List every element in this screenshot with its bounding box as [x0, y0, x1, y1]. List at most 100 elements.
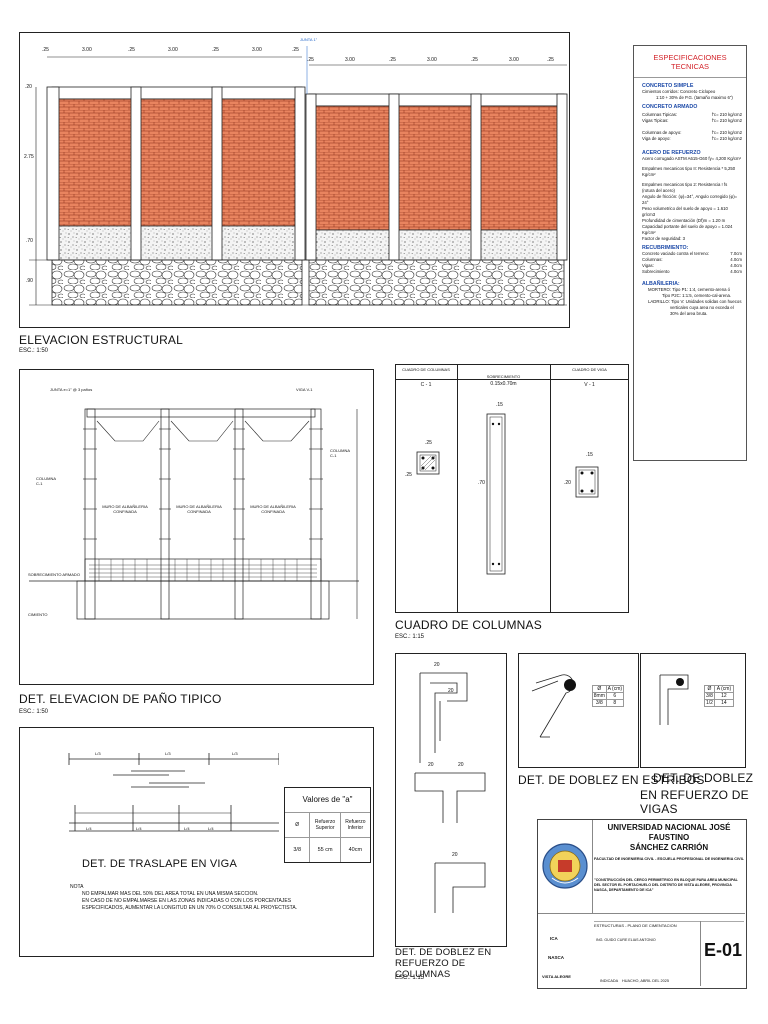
- side-dim: .90: [26, 278, 33, 284]
- spec-line: Empalmes mecanicos tipo II: Resistencia …: [642, 166, 736, 171]
- panel-columna-label: COLUMNA C-1: [36, 476, 56, 486]
- cuadro-col-sub: C - 1: [420, 382, 432, 388]
- dim-text: .25: [547, 57, 554, 63]
- cuadro-scale: ESC.: 1:15: [395, 634, 425, 640]
- doblez-col-frame: [395, 653, 507, 947]
- sheet-code-cell: [700, 921, 745, 986]
- dim-text: 3.00: [509, 57, 519, 63]
- provincia-value: NASCA: [548, 955, 565, 960]
- spec-row: Columnas Tipicas:f'c= 210 kg/cm2: [642, 112, 742, 117]
- dim-text: .25: [389, 57, 396, 63]
- panel-junta-label: JUNTA e=1" @ 3 paños: [50, 387, 93, 392]
- estribos-title: DET. DE DOBLEZ EN ESTRIBOS: [518, 773, 705, 787]
- valores-cell: 55 cm: [310, 838, 341, 862]
- cuadro-dim: .25: [405, 472, 412, 478]
- vigas-doblez-title-1: DET. DE DOBLEZ: [653, 771, 754, 785]
- panel-viga-label: VIGA V-1: [296, 387, 313, 392]
- traslape-bot-label: L/4: [184, 826, 190, 831]
- valores-header: Ø: [285, 813, 311, 837]
- panel-muro-label: MURO DE ALBAÑILERIA CONFINADA: [250, 504, 296, 514]
- spec-line: Angulo de fricción: (φ)=34°, Angulo corr…: [642, 194, 738, 199]
- cuadro-col-header: CUADRO DE VIGA: [572, 367, 607, 372]
- specs-heading: RECUBRIMIENTO:: [642, 245, 689, 251]
- elevation-title: ELEVACION ESTRUCTURAL: [19, 333, 184, 347]
- spec-row: Concreto vaciado contra el terreno:7.0cm: [642, 251, 742, 256]
- panel-title: DET. ELEVACION DE PAÑO TIPICO: [19, 692, 222, 706]
- doblez-dim: 20: [452, 852, 458, 858]
- nota-heading: NOTA: [70, 884, 84, 890]
- cuadro-col-header: CUADRO DE COLUMNAS: [402, 367, 450, 372]
- doblez-dim: 20: [448, 688, 454, 694]
- elevation-frame: [19, 32, 570, 328]
- spec-line: Factor de seguridad: 3: [642, 236, 685, 241]
- specs-panel: ESPECIFICACIONES TECNICAS CONCRETO SIMPL…: [633, 45, 747, 461]
- panel-sobrecimiento-label: SOBRECIMIENTO ARMADO: [28, 572, 80, 577]
- cuadro-col-header: SOBRECIMIENTO: [486, 374, 521, 379]
- spec-line: 30% del area bruta.: [670, 311, 708, 316]
- cuadro-grid: CUADRO DE COLUMNAS C - 1 SOBRECIMIENTO 0…: [395, 364, 629, 612]
- cuadro-col-sub: V - 1: [584, 382, 595, 388]
- spec-line: Acero corrugado ASTM A615-G60 fy= 4,200 …: [642, 156, 741, 161]
- doblez-dim: 20: [434, 662, 440, 668]
- titleblock: [537, 819, 747, 989]
- panel-muro-label: MURO DE ALBAÑILERIA CONFINADA: [102, 504, 148, 514]
- vigas-doblez-drawing: [659, 674, 689, 725]
- dim-text: 3.00: [427, 57, 437, 63]
- region-value: ICA: [550, 936, 558, 941]
- joint-label: JUNTA 1": [300, 37, 318, 42]
- dim-text: .25: [292, 47, 299, 53]
- side-dim: .70: [26, 238, 33, 244]
- university-logo-icon: [542, 843, 588, 889]
- traslape-frame: [19, 727, 374, 957]
- spec-line: Kg/cm²: [642, 172, 656, 177]
- titleblock-logo-cell: [538, 820, 593, 913]
- valores-header: Refuerzo Inferior: [345, 819, 366, 831]
- vigas-doblez-frame: [640, 653, 746, 768]
- cuadro-dim: .70: [478, 480, 485, 486]
- specs-heading: ALBAÑILERIA:: [642, 281, 680, 287]
- doblez-col-title: DET. DE DOBLEZ EN REFUERZO DE COLUMNAS: [395, 947, 492, 980]
- cuadro-dim: .15: [496, 402, 503, 408]
- revisado-value: ING. GUIDO CURE ELIAS ANTONIO: [596, 938, 656, 942]
- distrito-value: VISTA ALEGRE: [542, 974, 571, 979]
- spec-line: Empalmes mecanicos tipo 2: Resistencia !…: [642, 182, 728, 187]
- valores-cell: 3/8: [285, 838, 311, 862]
- spec-line: MORTERO: Tipo P1: 1:4, cemento-arena ó: [648, 287, 731, 292]
- university-name: UNIVERSIDAD NACIONAL JOSÉ FAUSTINO SÁNCH…: [607, 823, 731, 852]
- dim-text: 3.00: [168, 47, 178, 53]
- elevation-dims-right: .25 3.00 .25 3.00 .25 3.00 .25: [307, 57, 567, 65]
- dim-text: .25: [128, 47, 135, 53]
- spec-line: 24°: [642, 200, 649, 205]
- panel-columna-right-label: COLUMNA C-1: [330, 448, 350, 458]
- traslape-bot-label: L/4: [86, 826, 92, 831]
- spec-line: gr/cm3: [642, 212, 656, 217]
- spec-line: Profundidad de cimentación (Df)m = 1.20 …: [642, 218, 726, 223]
- spec-row: Columnas:4.0cm: [642, 257, 742, 262]
- traslape-bot-label: L/4: [208, 826, 214, 831]
- dim-text: 3.00: [345, 57, 355, 63]
- panel-frame: [19, 369, 374, 685]
- valores-title: Valores de "a": [285, 788, 370, 813]
- traslape-drawing: [68, 753, 279, 832]
- spec-line: LADRILLO: Tipo V: Unidades solidas con h…: [648, 299, 742, 304]
- panel-muro-label: MURO DE ALBAÑILERIA CONFINADA: [176, 504, 222, 514]
- doblez-dim: 20: [428, 762, 434, 768]
- project-name: "CONSTRUCCIÓN DEL CERCO PERIMETRICO EN B…: [594, 878, 738, 892]
- spec-line: Tipo P2C: 1:1:5, cemento-cal-arena.: [662, 293, 732, 298]
- elevation-dims-left: .25 3.00 .25 3.00 .25 3.00 .25: [42, 47, 302, 55]
- dim-text: .25: [212, 47, 219, 53]
- plano-name: ESTRUCTURAS - PLANO DE CIMENTACION: [594, 923, 677, 928]
- side-dim: 2.75: [24, 154, 34, 160]
- cuadro-col-sub: 0.15x0.70m: [490, 381, 517, 387]
- traslape-notes: NOTA NO EMPALMAR MAS DEL 50% DEL AREA TO…: [70, 884, 305, 912]
- faculty-name: FACULTAD DE INGENIERIA CIVIL - ESCUELA P…: [594, 857, 744, 861]
- specs-heading: CONCRETO ARMADO: [642, 104, 698, 110]
- estribos-frame: [518, 653, 639, 768]
- specs-heading: CONCRETO SIMPLE: [642, 83, 694, 89]
- valores-table: Valores de "a" Ø Refuerzo Superior Refue…: [284, 787, 371, 863]
- traslape-bot-label: L/4: [136, 826, 142, 831]
- spec-line: (rotura del acero): [642, 188, 675, 193]
- cuadro-sections: [416, 413, 599, 575]
